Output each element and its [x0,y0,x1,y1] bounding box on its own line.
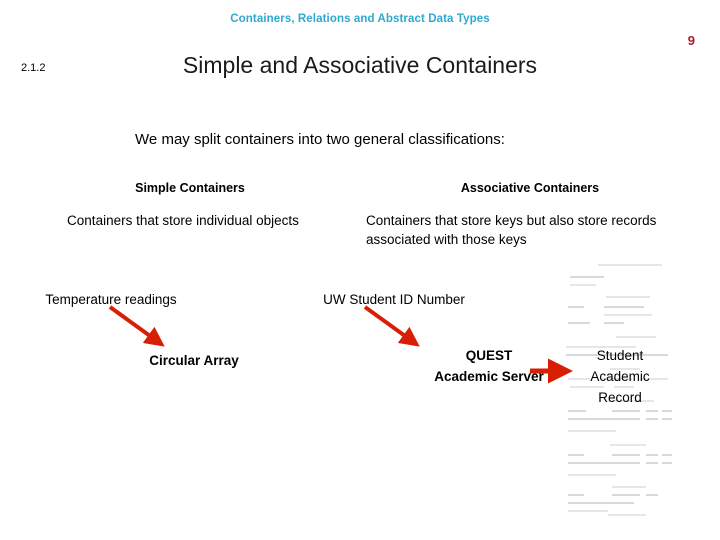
page-title: Simple and Associative Containers [182,52,538,78]
column-description-associative-containers: Containers that store keys but also stor… [366,213,657,247]
column-description-simple-containers: Containers that store individual objects [67,213,299,228]
column-heading-simple-containers: Simple Containers [135,181,245,195]
section-number: 2.1.2 [21,62,46,74]
intro-text: We may split containers into two general… [135,131,505,148]
node-quest-academic-server: QUEST Academic Server [434,348,544,384]
node-student-academic-record: Student Academic Record [590,348,650,405]
arrow-quest-to-student-record-icon [530,358,574,384]
column-heading-associative-containers: Associative Containers [460,181,600,195]
example-uw-student-id-number: UW Student ID Number [323,292,465,307]
node-circular-array: Circular Array [149,353,239,368]
slide-header-title: Containers, Relations and Abstract Data … [230,13,490,25]
example-temperature-readings: Temperature readings [45,292,177,307]
page-number: 9 [687,33,695,48]
arrow-assoc-to-quest-server-icon [363,305,420,347]
arrow-simple-to-circular-array-icon [108,305,165,347]
transcript-scan-image [562,258,680,520]
